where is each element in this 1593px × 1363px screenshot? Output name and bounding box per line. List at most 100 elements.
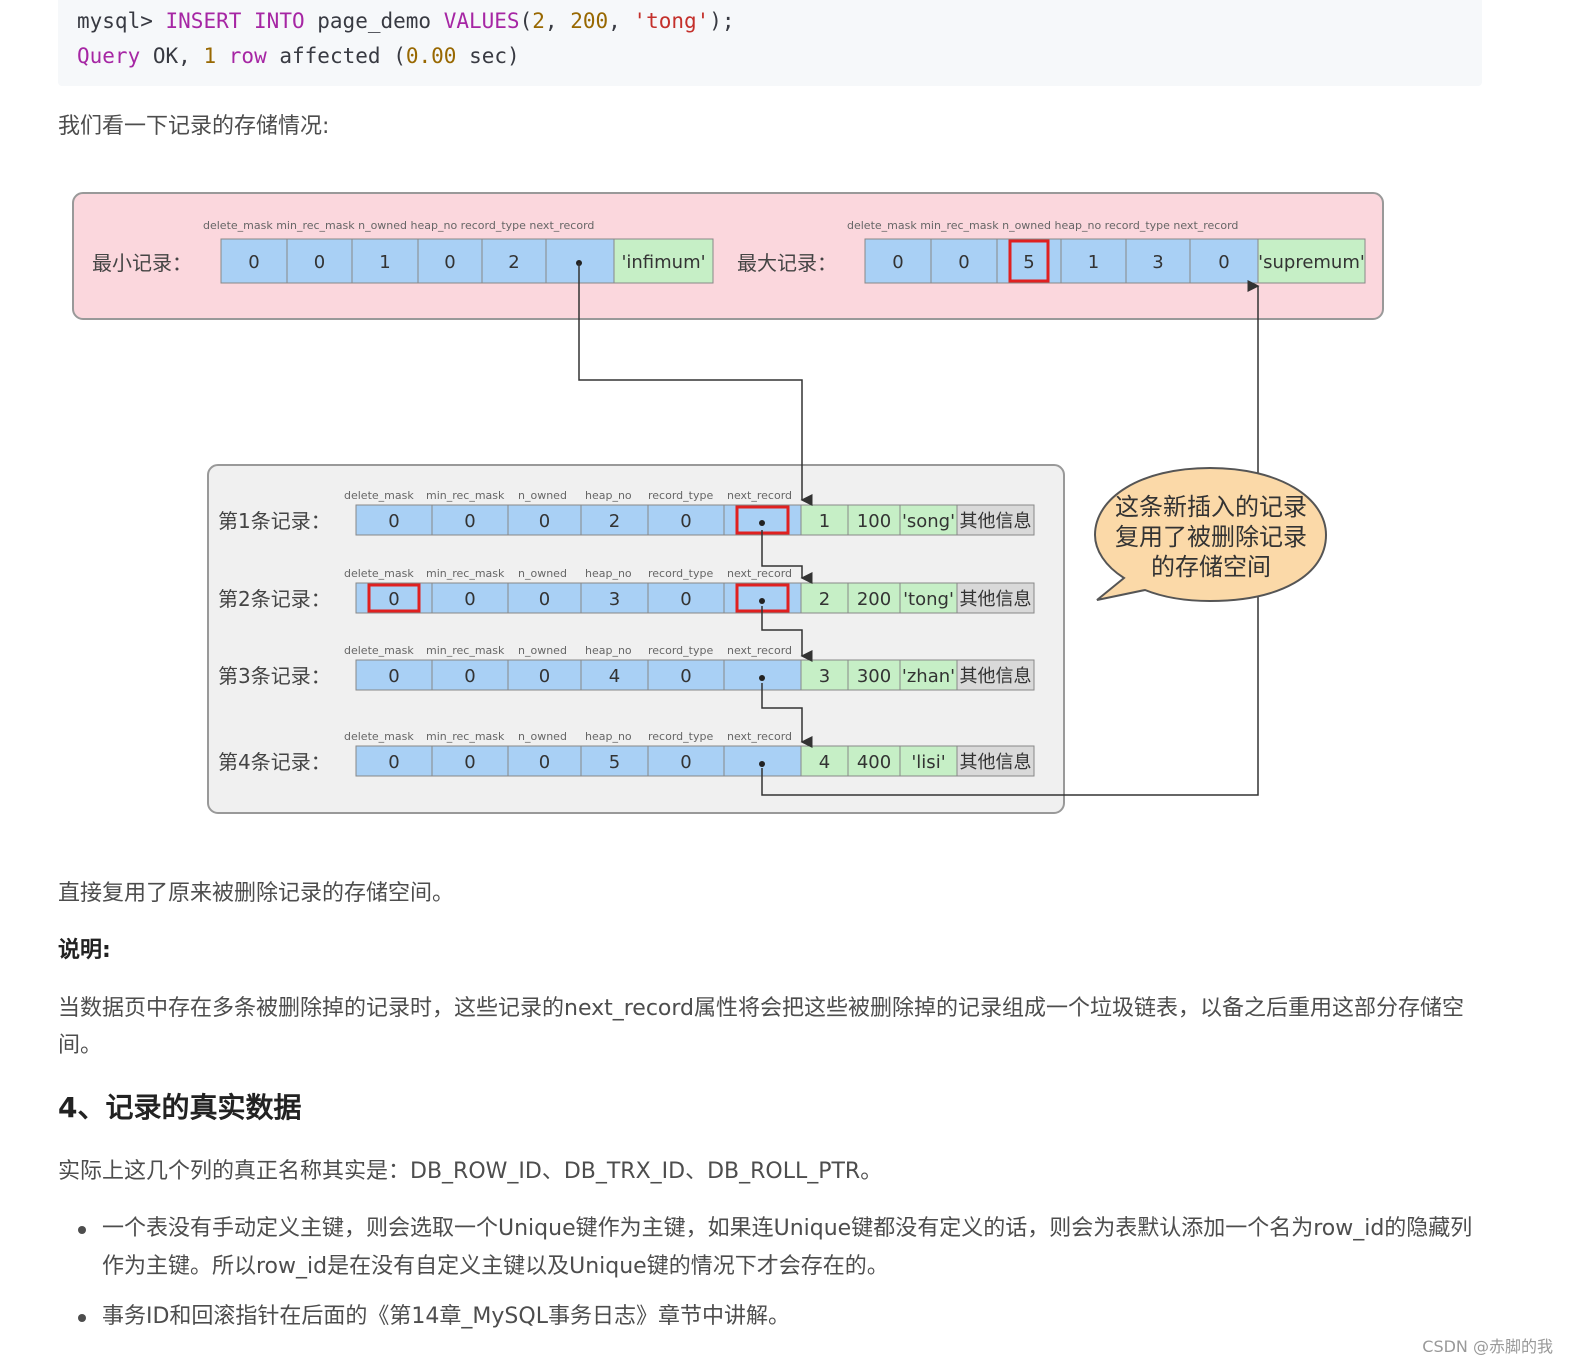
field-name: heap_no: [585, 644, 632, 657]
record-header-cell-text: 0: [388, 511, 399, 532]
infimum-name-text: 'infimum': [621, 252, 705, 273]
infimum-cell-text: 0: [444, 252, 455, 273]
record-data-cell-text: 400: [857, 752, 891, 773]
record1-to-record2-arrow: [761, 530, 813, 584]
record-data-cell-text: 'song': [902, 511, 955, 532]
records-box: [207, 464, 1065, 814]
field-name: record_type: [648, 489, 713, 502]
top-fields-left: delete_mask min_rec_mask n_owned heap_no…: [203, 219, 594, 232]
record-data-cell-text: 其他信息: [960, 511, 1032, 532]
record-header-cell-text: 0: [680, 752, 691, 773]
record-header-cell-text: 3: [609, 589, 620, 610]
section-heading: 4、记录的真实数据: [58, 1091, 302, 1124]
record-header-cell: [647, 582, 725, 614]
record-header-cell-text: 0: [680, 589, 691, 610]
record-data-cell-text: 2: [819, 589, 830, 610]
supremum-cell-text: 1: [1088, 252, 1099, 273]
record-data-cell: [899, 745, 958, 777]
note-title: 说明:: [58, 938, 111, 963]
record3-to-record4-arrow: [761, 683, 813, 748]
record-data-cell: [956, 659, 1035, 691]
field-name: n_owned: [518, 489, 567, 502]
record-header-cell-text: 2: [609, 511, 620, 532]
record-data-cell-text: 'zhan': [902, 666, 955, 687]
list-item: 一个表没有手动定义主键，则会选取一个Unique键作为主键，如果连Unique键…: [58, 1210, 1478, 1286]
record-data-cell: [956, 582, 1035, 614]
field-name: min_rec_mask: [426, 644, 505, 657]
record-header-cell: [355, 504, 433, 536]
record-header-cell: [507, 504, 582, 536]
record-header-cell: [507, 582, 582, 614]
record-data-cell-text: 200: [857, 589, 891, 610]
supremum-cell-highlight: [1008, 239, 1050, 283]
next-record-pointer: [759, 598, 765, 604]
next-record-pointer: [759, 520, 765, 526]
watermark: CSDN @赤脚的我: [1422, 1337, 1553, 1356]
record2-to-record3-arrow: [761, 606, 813, 662]
record-header-cell-text: 0: [388, 752, 399, 773]
field-name: n_owned: [518, 730, 567, 743]
infimum-label: 最小记录：: [92, 251, 192, 275]
field-name: min_rec_mask: [426, 567, 505, 580]
record-data-cell-text: 3: [819, 666, 830, 687]
record-header-cell: [580, 659, 649, 691]
field-name: delete_mask: [344, 567, 414, 580]
record-data-cell-text: 其他信息: [960, 666, 1032, 687]
record-data-cell-text: 其他信息: [960, 589, 1032, 610]
record-data-cell-text: 300: [857, 666, 891, 687]
infimum-cell-text: 1: [379, 252, 390, 273]
field-name: next_record: [727, 489, 792, 502]
record-header-cell-text: 0: [464, 666, 475, 687]
infimum-to-record1-arrow: [578, 263, 813, 506]
field-name: min_rec_mask: [426, 489, 505, 502]
bullet-list: 一个表没有手动定义主键，则会选取一个Unique键作为主键，如果连Unique键…: [58, 1210, 1478, 1336]
field-name: next_record: [727, 730, 792, 743]
record-data-cell: [847, 582, 901, 614]
record-header-cell-text: 0: [388, 589, 399, 610]
record-header-cell-text: 0: [464, 752, 475, 773]
code-line-1: mysql> INSERT INTO page_demo VALUES(2, 2…: [77, 9, 735, 33]
field-name: heap_no: [585, 489, 632, 502]
record-data-cell-text: 'tong': [903, 589, 954, 610]
record-header-cell-text: 4: [609, 666, 620, 687]
record-label: 第4条记录：: [218, 750, 331, 774]
record-header-cell-text: 0: [539, 511, 550, 532]
record-header-cell-text: 0: [539, 752, 550, 773]
field-name: record_type: [648, 644, 713, 657]
record-header-cell: [431, 504, 509, 536]
infimum-cell: [417, 238, 483, 284]
bubble-line-3: 的存储空间: [1151, 553, 1271, 581]
record-header-cell: [431, 582, 509, 614]
reuse-paragraph: 直接复用了原来被删除记录的存储空间。: [58, 881, 455, 906]
infimum-name: [613, 238, 714, 284]
record-header-cell-text: 0: [464, 511, 475, 532]
top-box: [72, 192, 1384, 320]
record-data-cell-text: 其他信息: [960, 752, 1032, 773]
record-label: 第2条记录：: [218, 587, 331, 611]
record-data-cell: [847, 504, 901, 536]
next-record-pointer: [759, 675, 765, 681]
field-name: next_record: [727, 644, 792, 657]
supremum-cell-text: 0: [892, 252, 903, 273]
record-data-cell: [800, 582, 849, 614]
infimum-cell-text: 2: [508, 252, 519, 273]
supremum-cell: [864, 238, 932, 284]
field-name: heap_no: [585, 567, 632, 580]
record-header-cell: [431, 659, 509, 691]
field-name: next_record: [727, 567, 792, 580]
field-name: delete_mask: [344, 644, 414, 657]
record-header-cell: [647, 504, 725, 536]
bubble-line-1: 这条新插入的记录: [1115, 493, 1307, 521]
record-header-cell-text: 0: [680, 511, 691, 532]
infimum-cell: [351, 238, 419, 284]
supremum-cell-text: 0: [958, 252, 969, 273]
record-data-cell: [847, 745, 901, 777]
record-header-cell: [647, 659, 725, 691]
supremum-label: 最大记录：: [737, 251, 837, 275]
field-name: n_owned: [518, 567, 567, 580]
record-header-cell-text: 0: [539, 666, 550, 687]
record-label: 第3条记录：: [218, 664, 331, 688]
record-header-cell-text: 0: [388, 666, 399, 687]
